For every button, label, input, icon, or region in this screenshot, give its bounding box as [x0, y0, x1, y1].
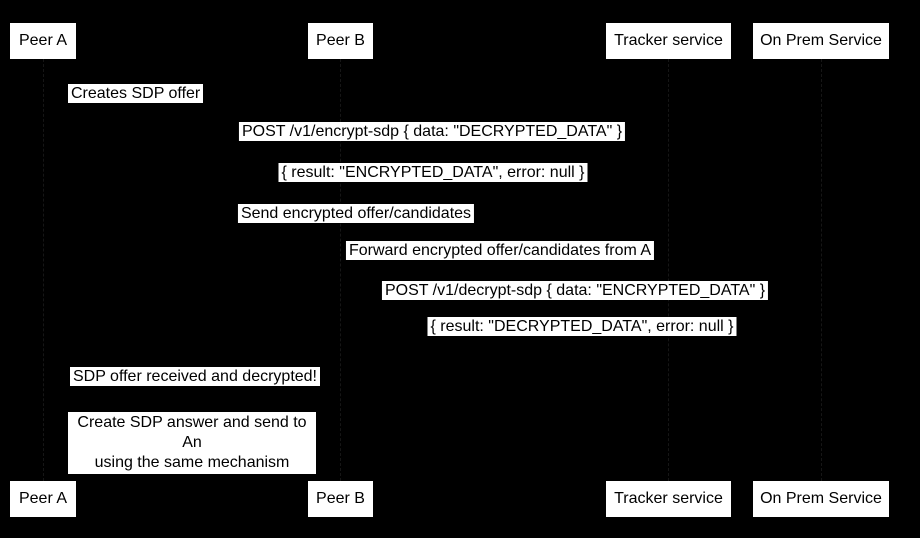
- message-creates-sdp-offer: Creates SDP offer: [68, 84, 204, 103]
- lifeline-on-prem-service: [821, 59, 822, 481]
- actor-label: Peer B: [316, 32, 365, 49]
- actor-label: On Prem Service: [760, 490, 882, 507]
- lifeline-tracker-service: [668, 59, 669, 481]
- actor-label: Peer B: [316, 490, 365, 507]
- actor-bottom-peer-a: Peer A: [10, 481, 76, 517]
- note-line-1: Create SDP answer and send to An: [77, 414, 307, 451]
- actor-bottom-on-prem-service: On Prem Service: [753, 481, 889, 517]
- message-result-decrypted-data: { result: "DECRYPTED_DATA", error: null …: [427, 317, 737, 336]
- lifeline-peer-a: [43, 59, 44, 481]
- message-post-decrypt-sdp: POST /v1/decrypt-sdp { data: "ENCRYPTED_…: [381, 281, 769, 300]
- message-forward-encrypted-offer: Forward encrypted offer/candidates from …: [345, 241, 655, 260]
- actor-top-peer-b: Peer B: [308, 23, 373, 59]
- message-sdp-offer-received: SDP offer received and decrypted!: [70, 367, 320, 386]
- actor-label: Tracker service: [614, 490, 723, 507]
- actor-label: Tracker service: [614, 32, 723, 49]
- note-line-2: using the same mechanism: [94, 454, 290, 471]
- actor-bottom-tracker-service: Tracker service: [606, 481, 731, 517]
- actor-label: Peer A: [18, 32, 68, 49]
- actor-label: On Prem Service: [760, 32, 882, 49]
- message-send-encrypted-offer: Send encrypted offer/candidates: [237, 204, 475, 223]
- actor-top-on-prem-service: On Prem Service: [753, 23, 889, 59]
- actor-bottom-peer-b: Peer B: [308, 481, 373, 517]
- actor-top-tracker-service: Tracker service: [606, 23, 731, 59]
- message-result-encrypted-data: { result: "ENCRYPTED_DATA", error: null …: [278, 163, 588, 182]
- actor-label: Peer A: [18, 490, 68, 507]
- actor-top-peer-a: Peer A: [10, 23, 76, 59]
- lifeline-peer-b: [340, 59, 341, 481]
- note-create-sdp-answer: Create SDP answer and send to An using t…: [68, 412, 316, 474]
- message-post-encrypt-sdp: POST /v1/encrypt-sdp { data: "DECRYPTED_…: [238, 122, 626, 141]
